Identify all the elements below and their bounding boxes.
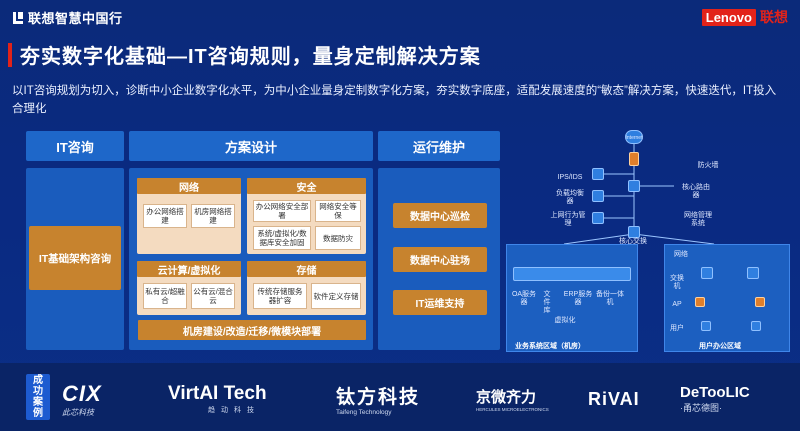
backup-label: 备份一体机 <box>596 291 624 306</box>
cloud-item: 公有云/混合云 <box>191 283 235 309</box>
security-item: 数据防灾 <box>315 226 361 250</box>
business-zone-panel: OA服务器 文件库 ERP服务器 备份一体机 虚拟化 业务系统区域（机房） <box>506 244 638 352</box>
core-switch-icon <box>628 226 640 238</box>
core-router-label: 核心路由器 <box>682 184 710 199</box>
cloud-item: 私有云/超融合 <box>143 283 187 309</box>
switch-label: 交换机 <box>670 275 684 290</box>
security-item: 办公网络安全部署 <box>253 200 311 222</box>
ap-icon <box>695 297 705 307</box>
erp-label: ERP服务器 <box>563 291 593 306</box>
logo-taifang: 钛方科技 Taifeng Technology <box>336 379 420 419</box>
cases-char: 例 <box>33 408 43 419</box>
ap-label: AP <box>672 301 682 308</box>
security-item: 系统/虚拟化/数据库安全加固 <box>253 226 311 250</box>
logo-taifang-sub: Taifeng Technology <box>336 409 392 416</box>
virt-label: 虚拟化 <box>554 317 576 324</box>
logo-detoolic: DeTooLIC ·甬芯德图· <box>680 379 750 419</box>
logo-virtai-name: VirtAI Tech <box>168 383 267 404</box>
behavior-mgmt-icon <box>592 212 604 224</box>
security-item: 网络安全等保 <box>315 200 361 222</box>
title-accent-bar <box>8 42 12 67</box>
logo-virtai: VirtAI Tech 趋动科技 <box>168 379 267 419</box>
network-label: 网络 <box>674 251 688 258</box>
section-security-title: 安全 <box>247 178 366 194</box>
datacenter-bar: 机房建设/改造/迁移/微模块部署 <box>138 320 366 340</box>
logo-cix: CIX 此芯科技 <box>62 379 102 419</box>
brand-text: 联想智慧中国行 <box>28 11 123 26</box>
core-router-icon <box>628 180 640 192</box>
logo-detoolic-sub: ·甬芯德图· <box>680 403 722 413</box>
network-item: 办公网络搭建 <box>143 204 187 228</box>
network-item: 机房网络搭建 <box>191 204 235 228</box>
section-network: 网络 办公网络搭建 机房网络搭建 <box>137 178 241 254</box>
section-storage-title: 存储 <box>247 261 366 277</box>
server-rack <box>513 267 631 281</box>
internet-icon <box>625 130 643 144</box>
logo-rivai-name: RiVAI <box>588 388 640 409</box>
column-head-ops: 运行维护 <box>378 131 500 161</box>
ops-item: 数据中心巡检 <box>393 203 487 228</box>
net-mgmt-label: 网络管理系统 <box>684 212 712 227</box>
user-icon <box>751 321 761 331</box>
office-zone-panel: 网络 交换机 AP 用户 用户办公区域 <box>664 244 790 352</box>
cases-char: 案 <box>33 397 43 408</box>
column-head-consult: IT咨询 <box>26 131 124 161</box>
section-network-title: 网络 <box>137 178 241 194</box>
section-cloud-title: 云计算/虚拟化 <box>137 261 241 277</box>
load-balancer-icon <box>592 190 604 202</box>
ops-item: 数据中心驻场 <box>393 247 487 272</box>
user-icon <box>701 321 711 331</box>
section-storage: 存储 传统存储服务器扩容 软件定义存储 <box>247 261 366 315</box>
title-wrap: 夯实数字化基础—IT咨询规则，量身定制解决方案 <box>8 40 481 69</box>
logo-detoolic-name: DeTooLIC <box>680 384 750 401</box>
intro-text: 以IT咨询规划为切入，诊断中小企业数字化水平，为中小企业量身定制数字化方案，夯实… <box>12 85 777 115</box>
logo-hercules-sub: HERCULES MICROELECTRONICS <box>476 407 549 412</box>
logo-cix-name: CIX <box>62 380 102 406</box>
diagram-lines <box>563 140 715 245</box>
firewall-icon <box>629 152 639 166</box>
logo-cix-sub: 此芯科技 <box>62 407 94 417</box>
cases-label: 成 功 案 例 <box>26 374 50 420</box>
behavior-label: 上网行为管理 <box>550 212 586 227</box>
page-title: 夯实数字化基础—IT咨询规则，量身定制解决方案 <box>20 46 481 68</box>
storage-item: 软件定义存储 <box>311 283 361 309</box>
switch-icon <box>701 267 713 279</box>
ops-item: IT运维支持 <box>393 290 487 315</box>
section-cloud: 云计算/虚拟化 私有云/超融合 公有云/混合云 <box>137 261 241 315</box>
lenovo-en: Lenovo <box>701 8 756 26</box>
switch-icon <box>747 267 759 279</box>
storage-item: 传统存储服务器扩容 <box>253 283 307 309</box>
column-head-design: 方案设计 <box>129 131 373 161</box>
ips-label: IPS/IDS <box>557 174 583 181</box>
lenovo-cn: 联想 <box>760 9 788 25</box>
lenovo-logo: Lenovo 联想 <box>701 7 788 27</box>
ap-icon <box>755 297 765 307</box>
brand: 联想智慧中国行 <box>12 8 123 27</box>
file-label: 文件库 <box>543 291 551 314</box>
logo-rivai: RiVAI <box>588 379 640 419</box>
cases-char: 成 <box>33 375 43 386</box>
internet-label: Internet <box>625 135 643 141</box>
consult-box: IT基础架构咨询 <box>29 226 121 290</box>
logo-virtai-sub: 趋动科技 <box>208 407 260 414</box>
cases-char: 功 <box>33 386 43 397</box>
lb-label: 负载均衡器 <box>556 190 584 205</box>
firewall-label: 防火墙 <box>697 162 719 169</box>
business-zone-title: 业务系统区域（机房） <box>515 343 585 350</box>
brand-logo-icon <box>12 11 24 25</box>
logo-hercules-name: 京微齐力 <box>476 389 537 406</box>
top-bar: 联想智慧中国行 Lenovo 联想 <box>0 0 800 36</box>
bottom-band <box>0 363 800 431</box>
user-label: 用户 <box>670 325 684 332</box>
office-zone-title: 用户办公区域 <box>699 343 741 350</box>
oa-label: OA服务器 <box>511 291 537 306</box>
logo-taifang-name: 钛方科技 <box>336 387 421 408</box>
network-diagram: Internet 防火墙 IPS/IDS 负载均衡器 上网行为管理 核心路由器 … <box>504 126 792 354</box>
logo-hercules: 京微齐力 HERCULES MICROELECTRONICS <box>476 379 549 419</box>
section-security: 安全 办公网络安全部署 网络安全等保 系统/虚拟化/数据库安全加固 数据防灾 <box>247 178 366 254</box>
ips-icon <box>592 168 604 180</box>
